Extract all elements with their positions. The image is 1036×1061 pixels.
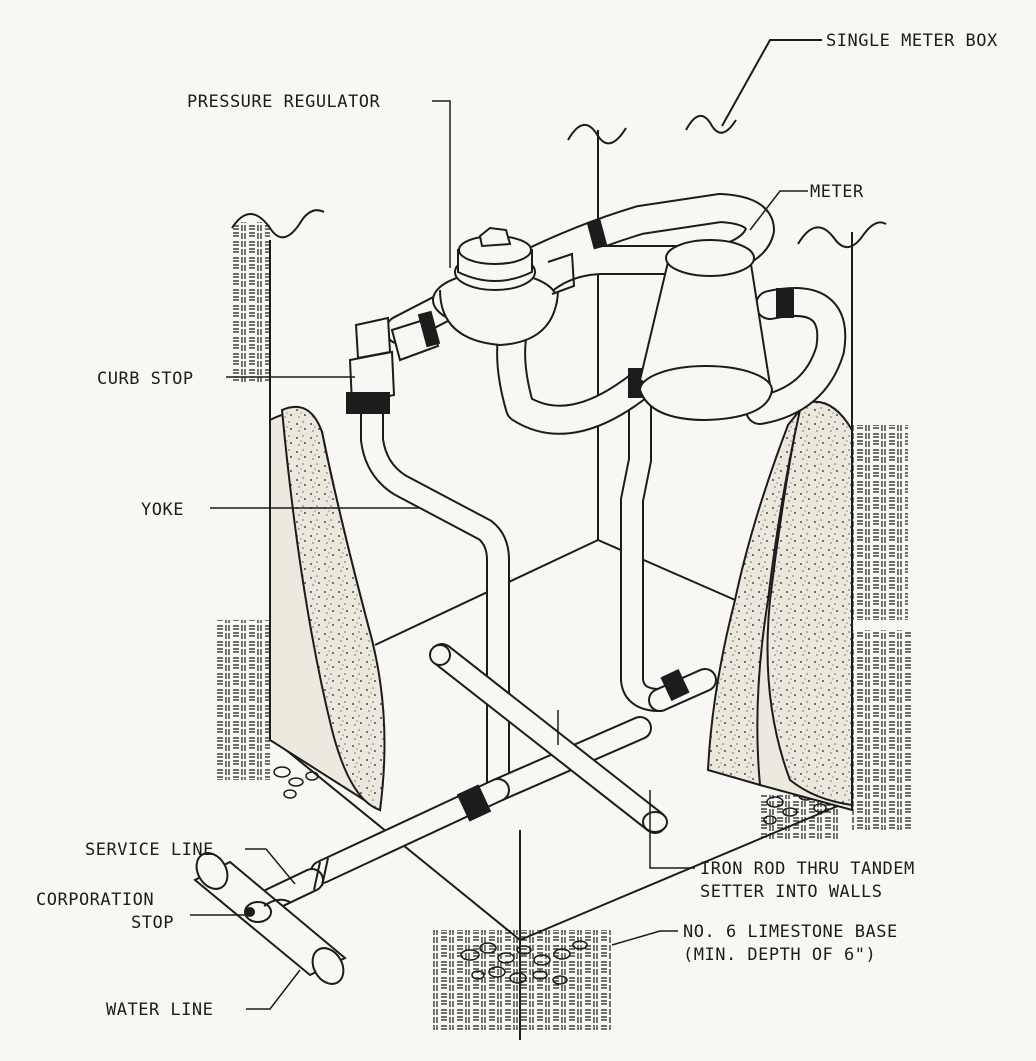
yoke-piping bbox=[258, 193, 847, 912]
label-service-line: SERVICE LINE bbox=[85, 840, 214, 860]
label-limestone-2: (MIN. DEPTH OF 6") bbox=[683, 945, 876, 965]
label-corporation-stop-2: STOP bbox=[131, 913, 174, 933]
curb-stop-valve bbox=[346, 310, 441, 414]
leader-lines bbox=[190, 100, 808, 1010]
label-meter: METER bbox=[810, 182, 864, 202]
label-limestone-1: NO. 6 LIMESTONE BASE bbox=[683, 922, 898, 942]
meter-device bbox=[638, 239, 794, 422]
label-iron-rod-1: IRON ROD THRU TANDEM bbox=[700, 859, 915, 879]
label-pressure-regulator: PRESSURE REGULATOR bbox=[187, 92, 380, 112]
rod-end-cap bbox=[429, 644, 451, 666]
rod-end-cap bbox=[642, 811, 668, 833]
label-iron-rod-2: SETTER INTO WALLS bbox=[700, 882, 883, 902]
label-corporation-stop-1: CORPORATION bbox=[36, 890, 154, 910]
label-yoke: YOKE bbox=[141, 500, 184, 520]
label-curb-stop: CURB STOP bbox=[97, 369, 194, 389]
water-line-pipe bbox=[193, 852, 347, 985]
pressure-regulator-device bbox=[432, 226, 576, 347]
label-water-line: WATER LINE bbox=[106, 1000, 213, 1020]
label-single-meter-box: SINGLE METER BOX bbox=[826, 31, 998, 51]
